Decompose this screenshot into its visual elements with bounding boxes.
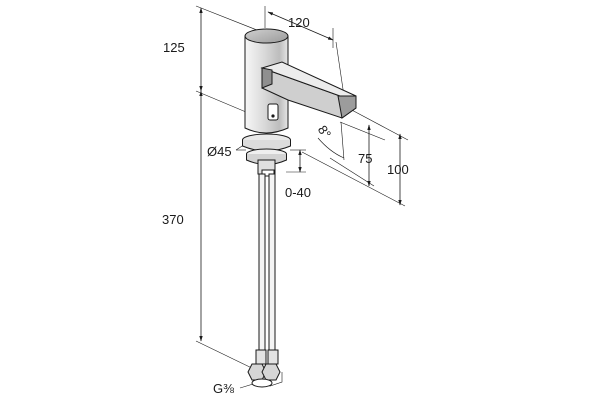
- label-top-height: 125: [163, 40, 185, 55]
- label-thread: G⅜: [213, 381, 234, 396]
- label-angle: 8°: [315, 122, 334, 141]
- label-adjust-range: 0-40: [285, 185, 311, 200]
- supply-hoses: [247, 173, 283, 388]
- dimension-labels: 125 120 Ø45 8° 75 100 0-40 370 G⅜: [162, 15, 409, 396]
- label-total-spout-height: 100: [387, 162, 409, 177]
- label-spout-reach: 120: [288, 15, 310, 30]
- label-diameter: Ø45: [207, 144, 232, 159]
- label-hose-length: 370: [162, 212, 184, 227]
- faucet-body: [242, 28, 357, 177]
- label-outlet-height: 75: [358, 151, 372, 166]
